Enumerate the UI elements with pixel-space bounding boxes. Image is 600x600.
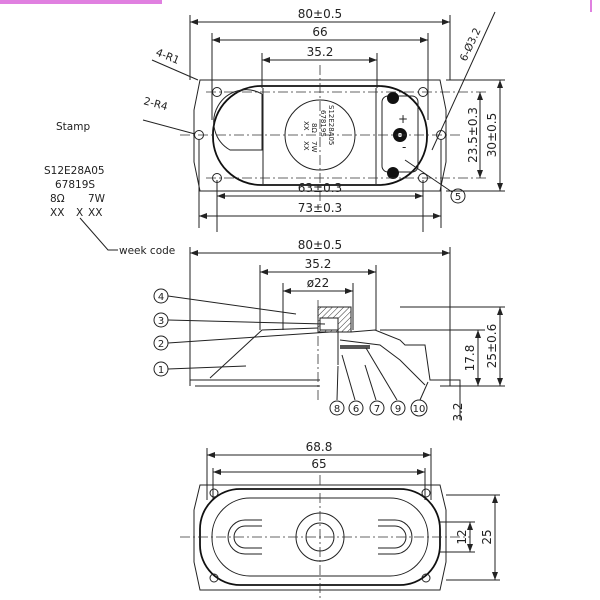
svg-text:+: + xyxy=(398,112,408,126)
svg-text:XX: XX xyxy=(302,121,310,131)
svg-text:67819S: 67819S xyxy=(55,179,95,191)
svg-text:XX: XX xyxy=(88,207,102,219)
svg-text:65: 65 xyxy=(311,457,326,471)
svg-text:2: 2 xyxy=(158,339,164,350)
cone-stamp: S12E28A05 67819S 8Ω 7W XX XX xyxy=(302,105,335,152)
top-view: S12E28A05 67819S 8Ω 7W XX XX + - 80±0.5 … xyxy=(142,7,505,232)
svg-text:25±0.6: 25±0.6 xyxy=(485,324,499,368)
svg-text:7: 7 xyxy=(374,404,380,415)
svg-text:2-R4: 2-R4 xyxy=(142,95,169,113)
callout-5 xyxy=(450,188,466,204)
svg-text:7W: 7W xyxy=(88,193,106,205)
svg-text:4: 4 xyxy=(158,292,164,303)
svg-text:4-R1: 4-R1 xyxy=(154,47,181,67)
bottom-view: 68.8 65 12 25 xyxy=(180,440,500,600)
svg-text:6: 6 xyxy=(353,404,359,415)
svg-text:12: 12 xyxy=(455,529,469,544)
svg-text:1: 1 xyxy=(158,365,164,376)
stamp-legend: Stamp S12E28A05 67819S 8Ω 7W XX X XX wee… xyxy=(44,121,175,257)
svg-text:35.2: 35.2 xyxy=(305,257,332,271)
side-view: 80±0.5 35.2 ø22 25±0.6 17.8 3.2 4 3 2 1 xyxy=(153,238,505,422)
svg-text:-: - xyxy=(402,140,406,154)
svg-text:63±0.3: 63±0.3 xyxy=(298,181,342,195)
svg-text:XX: XX xyxy=(302,141,310,151)
svg-text:66: 66 xyxy=(312,25,327,39)
svg-text:67819S: 67819S xyxy=(319,110,327,137)
vent-left xyxy=(213,89,263,151)
svg-text:8Ω: 8Ω xyxy=(50,193,65,205)
svg-text:23.5±0.3: 23.5±0.3 xyxy=(466,107,480,163)
svg-text:8: 8 xyxy=(334,404,340,415)
mounting-plate xyxy=(193,79,447,192)
svg-text:Stamp: Stamp xyxy=(56,121,90,133)
svg-text:X: X xyxy=(76,207,83,219)
svg-text:ø22: ø22 xyxy=(307,276,330,290)
svg-text:XX: XX xyxy=(50,207,64,219)
svg-text:week code: week code xyxy=(119,245,175,257)
accent-mark xyxy=(590,0,592,12)
svg-text:9: 9 xyxy=(395,404,401,415)
svg-text:S12E28A05: S12E28A05 xyxy=(327,105,335,145)
svg-text:80±0.5: 80±0.5 xyxy=(298,238,342,252)
terminal-block: + - xyxy=(381,92,419,179)
svg-text:7W: 7W xyxy=(310,141,318,152)
accent-bar xyxy=(0,0,162,4)
svg-text:17.8: 17.8 xyxy=(463,345,477,372)
svg-text:10: 10 xyxy=(413,404,426,415)
svg-text:8Ω: 8Ω xyxy=(310,123,318,133)
svg-text:80±0.5: 80±0.5 xyxy=(298,7,342,21)
svg-text:S12E28A05: S12E28A05 xyxy=(44,165,105,177)
svg-text:30±0.5: 30±0.5 xyxy=(485,113,499,157)
svg-text:5: 5 xyxy=(455,192,461,203)
svg-text:25: 25 xyxy=(480,529,494,544)
svg-text:3.2: 3.2 xyxy=(451,402,465,421)
svg-text:3: 3 xyxy=(158,316,164,327)
svg-text:73±0.3: 73±0.3 xyxy=(298,201,342,215)
svg-text:35.2: 35.2 xyxy=(307,45,334,59)
svg-text:68.8: 68.8 xyxy=(306,440,333,454)
